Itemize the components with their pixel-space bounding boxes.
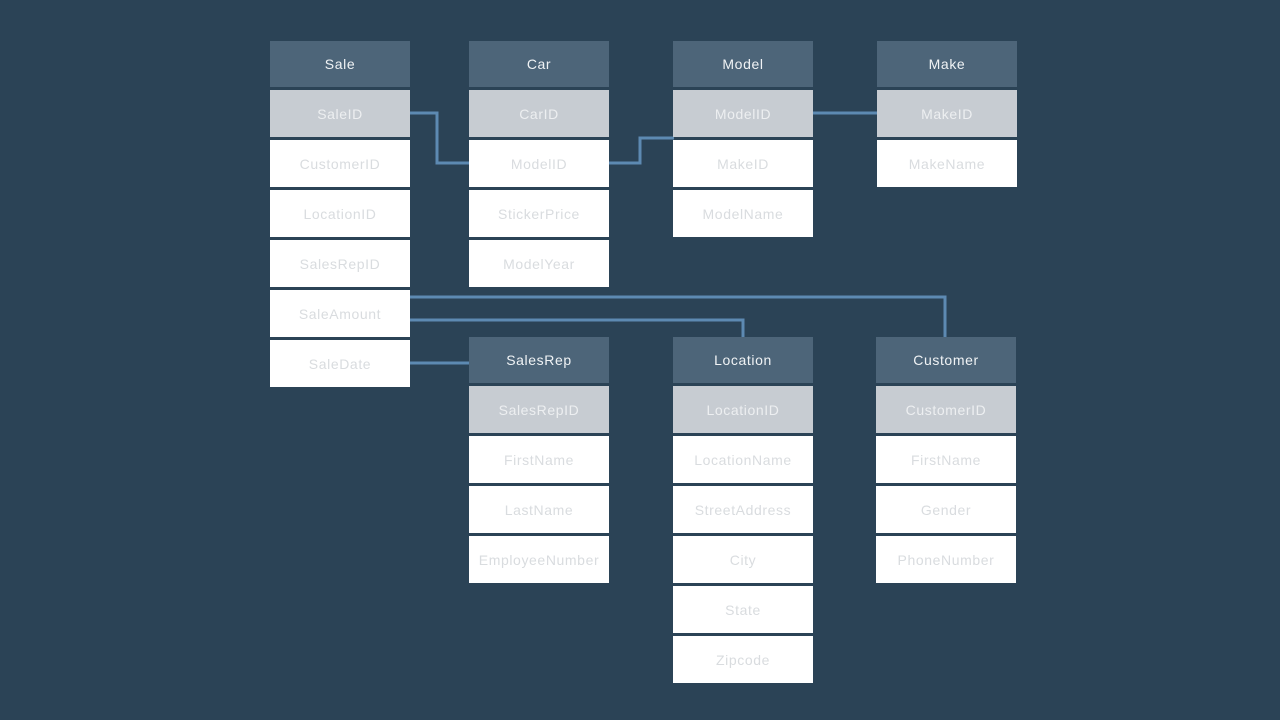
field-row-sale-saledate: SaleDate [270, 340, 410, 387]
key-row-sale-saleid: SaleID [270, 90, 410, 137]
field-row-salesrep-employeenumber: EmployeeNumber [469, 536, 609, 583]
table-header-location: Location [673, 337, 813, 383]
table-header-car: Car [469, 41, 609, 87]
field-row-location-locationname: LocationName [673, 436, 813, 483]
field-row-location-streetaddress: StreetAddress [673, 486, 813, 533]
table-header-model: Model [673, 41, 813, 87]
field-row-location-zipcode: Zipcode [673, 636, 813, 683]
field-row-sale-saleamount: SaleAmount [270, 290, 410, 337]
field-row-customer-firstname: FirstName [876, 436, 1016, 483]
key-row-location-locationid: LocationID [673, 386, 813, 433]
connector-car-modelid-to-model-modelid [609, 136, 674, 165]
connector-sale-saleid-to-car-modelid [410, 111, 470, 165]
field-row-car-modelid: ModelID [469, 140, 609, 187]
field-row-salesrep-lastname: LastName [469, 486, 609, 533]
key-row-customer-customerid: CustomerID [876, 386, 1016, 433]
field-row-customer-gender: Gender [876, 486, 1016, 533]
field-row-model-modelname: ModelName [673, 190, 813, 237]
table-header-sale: Sale [270, 41, 410, 87]
field-row-car-modelyear: ModelYear [469, 240, 609, 287]
key-row-car-carid: CarID [469, 90, 609, 137]
connector-sale-saleamount-top-to-customer-header [410, 295, 947, 339]
field-row-location-city: City [673, 536, 813, 583]
field-row-model-makeid: MakeID [673, 140, 813, 187]
field-row-car-stickerprice: StickerPrice [469, 190, 609, 237]
field-row-sale-salesrepid: SalesRepID [270, 240, 410, 287]
table-header-customer: Customer [876, 337, 1016, 383]
field-row-customer-phonenumber: PhoneNumber [876, 536, 1016, 583]
table-header-salesrep: SalesRep [469, 337, 609, 383]
key-row-make-makeid: MakeID [877, 90, 1017, 137]
key-row-salesrep-salesrepid: SalesRepID [469, 386, 609, 433]
field-row-sale-locationid: LocationID [270, 190, 410, 237]
table-header-make: Make [877, 41, 1017, 87]
key-row-model-modelid: ModelID [673, 90, 813, 137]
field-row-salesrep-firstname: FirstName [469, 436, 609, 483]
field-row-make-makename: MakeName [877, 140, 1017, 187]
field-row-sale-customerid: CustomerID [270, 140, 410, 187]
field-row-location-state: State [673, 586, 813, 633]
